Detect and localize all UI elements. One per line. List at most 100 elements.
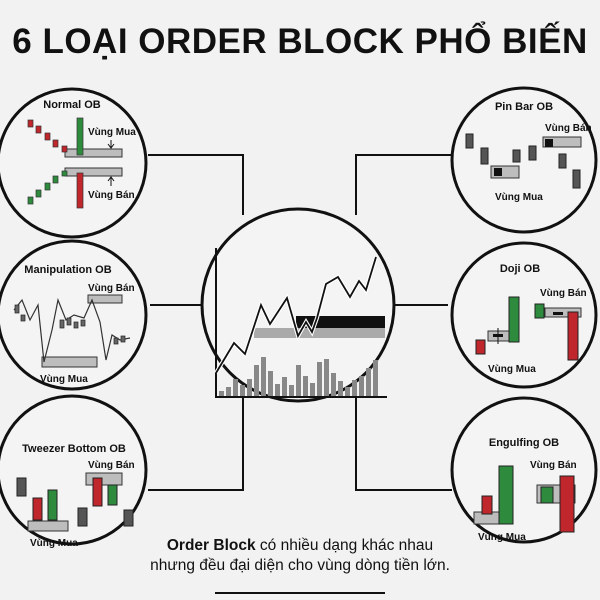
volume-bar: [345, 387, 350, 396]
diagram-shape: [59, 319, 65, 329]
diagram-shape: [44, 132, 51, 141]
diagram-shape: [123, 509, 134, 527]
pinbar-ob-circle: [450, 86, 598, 234]
diagram-shape: [559, 475, 575, 533]
diagram-shape: [27, 119, 84, 209]
diagram-shape: [92, 477, 103, 507]
diagram-shape: [61, 170, 68, 177]
diagram-shape: [66, 317, 72, 326]
diagram-shape: [32, 497, 43, 521]
pinbar-ob-buy-label: Vùng Mua: [495, 192, 543, 203]
diagram-shape: [27, 119, 34, 128]
connector-lines: [148, 154, 452, 594]
tweezer-ob-title: Tweezer Bottom OB: [22, 443, 126, 455]
diagram-shape: [215, 248, 387, 398]
diagram-shape: [465, 133, 474, 149]
volume-bar: [268, 371, 273, 396]
pinbar-ob-sell-label: Vùng Bán: [545, 123, 592, 134]
diagram-shape: [498, 465, 514, 525]
normal-ob-sell-label: Vùng Bán: [88, 190, 135, 201]
diagram-shape: [107, 484, 118, 506]
manipulation-ob-buy-label: Vùng Mua: [40, 374, 88, 385]
tweezer-ob-panel: Tweezer Bottom OB Vùng Bán Vùng Mua: [16, 443, 135, 549]
diagram-shape: [73, 321, 79, 329]
engulfing-ob-title: Engulfing OB: [489, 437, 559, 449]
volume-bar: [247, 379, 252, 396]
central-chart-circle: [200, 207, 396, 403]
diagram-shape: [107, 140, 115, 149]
manipulation-ob-title: Manipulation OB: [24, 264, 111, 276]
diagram-shape: [27, 196, 34, 205]
diagram-shape: [14, 304, 20, 314]
diagram-shape: [219, 357, 378, 396]
doji-ob-title: Doji OB: [500, 263, 540, 275]
volume-bar: [289, 385, 294, 396]
volume-bar: [366, 368, 371, 396]
central-chart: [214, 248, 387, 398]
manipulation-ob-panel: Manipulation OB Vùng Bán Vùng Mua: [13, 264, 135, 385]
diagram-shape: [494, 168, 502, 176]
diagram-shape: [61, 145, 68, 153]
pinbar-ob-title: Pin Bar OB: [495, 101, 553, 113]
pinbar-ob-panel: Pin Bar OB Vùng Bán Vùng Mua: [465, 101, 592, 203]
diagram-shape: [14, 304, 126, 345]
normal-ob-title: Normal OB: [43, 99, 101, 111]
diagram-shape: [508, 296, 520, 343]
doji-ob-panel: Doji OB Vùng Bán Vùng Mua: [475, 263, 587, 375]
volume-bar: [310, 383, 315, 396]
volume-bar: [254, 365, 259, 396]
diagram-shape: [64, 167, 123, 177]
volume-bar: [352, 380, 357, 396]
diagram-shape: [27, 117, 84, 205]
diagram-shape: [480, 147, 489, 165]
diagram-shape: [553, 312, 563, 315]
caption-line1: có nhiều dạng khác nhau: [255, 537, 434, 554]
doji-ob-circle: [450, 241, 598, 389]
tweezer-ob-sell-label: Vùng Bán: [88, 460, 135, 471]
diagram-shape: [254, 328, 385, 338]
diagram-shape: [542, 136, 582, 148]
diagram-shape: [52, 175, 59, 184]
diagram-shape: [107, 176, 115, 186]
diagram-shape: [13, 297, 131, 363]
engulfing-ob-sell-label: Vùng Bán: [530, 460, 577, 471]
diagram-shape: [355, 154, 452, 215]
diagram-shape: [27, 520, 69, 532]
diagram-shape: [35, 125, 42, 134]
volume-bar: [324, 359, 329, 396]
diagram-shape: [47, 489, 58, 521]
normal-ob-buy-label: Vùng Mua: [88, 127, 136, 138]
volume-bar: [219, 391, 224, 396]
diagram-shape: [76, 172, 84, 209]
volume-bar: [331, 373, 336, 396]
volume-bar: [317, 362, 322, 396]
diagram-shape: [465, 133, 581, 189]
volume-bar: [373, 360, 378, 396]
volume-bar: [296, 365, 301, 396]
diagram-shape: [558, 153, 567, 169]
diagram-shape: [540, 486, 554, 504]
diagram-shape: [76, 117, 84, 156]
diagram-shape: [85, 472, 123, 486]
diagram-shape: [35, 189, 42, 198]
diagram-shape: [20, 314, 26, 322]
volume-bar: [282, 377, 287, 396]
diagram-shape: [572, 169, 581, 189]
diagram-shape: [567, 311, 579, 361]
volume-bar: [338, 381, 343, 396]
doji-ob-sell-label: Vùng Bán: [540, 288, 587, 299]
diagram-shape: [215, 256, 377, 374]
diagram-shape: [475, 339, 486, 355]
diagram-shape: [16, 477, 27, 497]
caption: Order Block có nhiều dạng khác nhau nhưn…: [150, 536, 450, 576]
volume-bar: [226, 387, 231, 396]
tweezer-ob-buy-label: Vùng Mua: [30, 538, 78, 549]
diagram-shape: [44, 182, 51, 191]
diagram-shape: [528, 145, 537, 161]
doji-ob-buy-label: Vùng Mua: [488, 364, 536, 375]
engulfing-ob-panel: Engulfing OB Vùng Bán Vùng Mua: [473, 437, 577, 543]
normal-ob-circle: [0, 87, 148, 239]
diagram-shape: [148, 154, 244, 215]
diagram-shape: [64, 148, 123, 158]
